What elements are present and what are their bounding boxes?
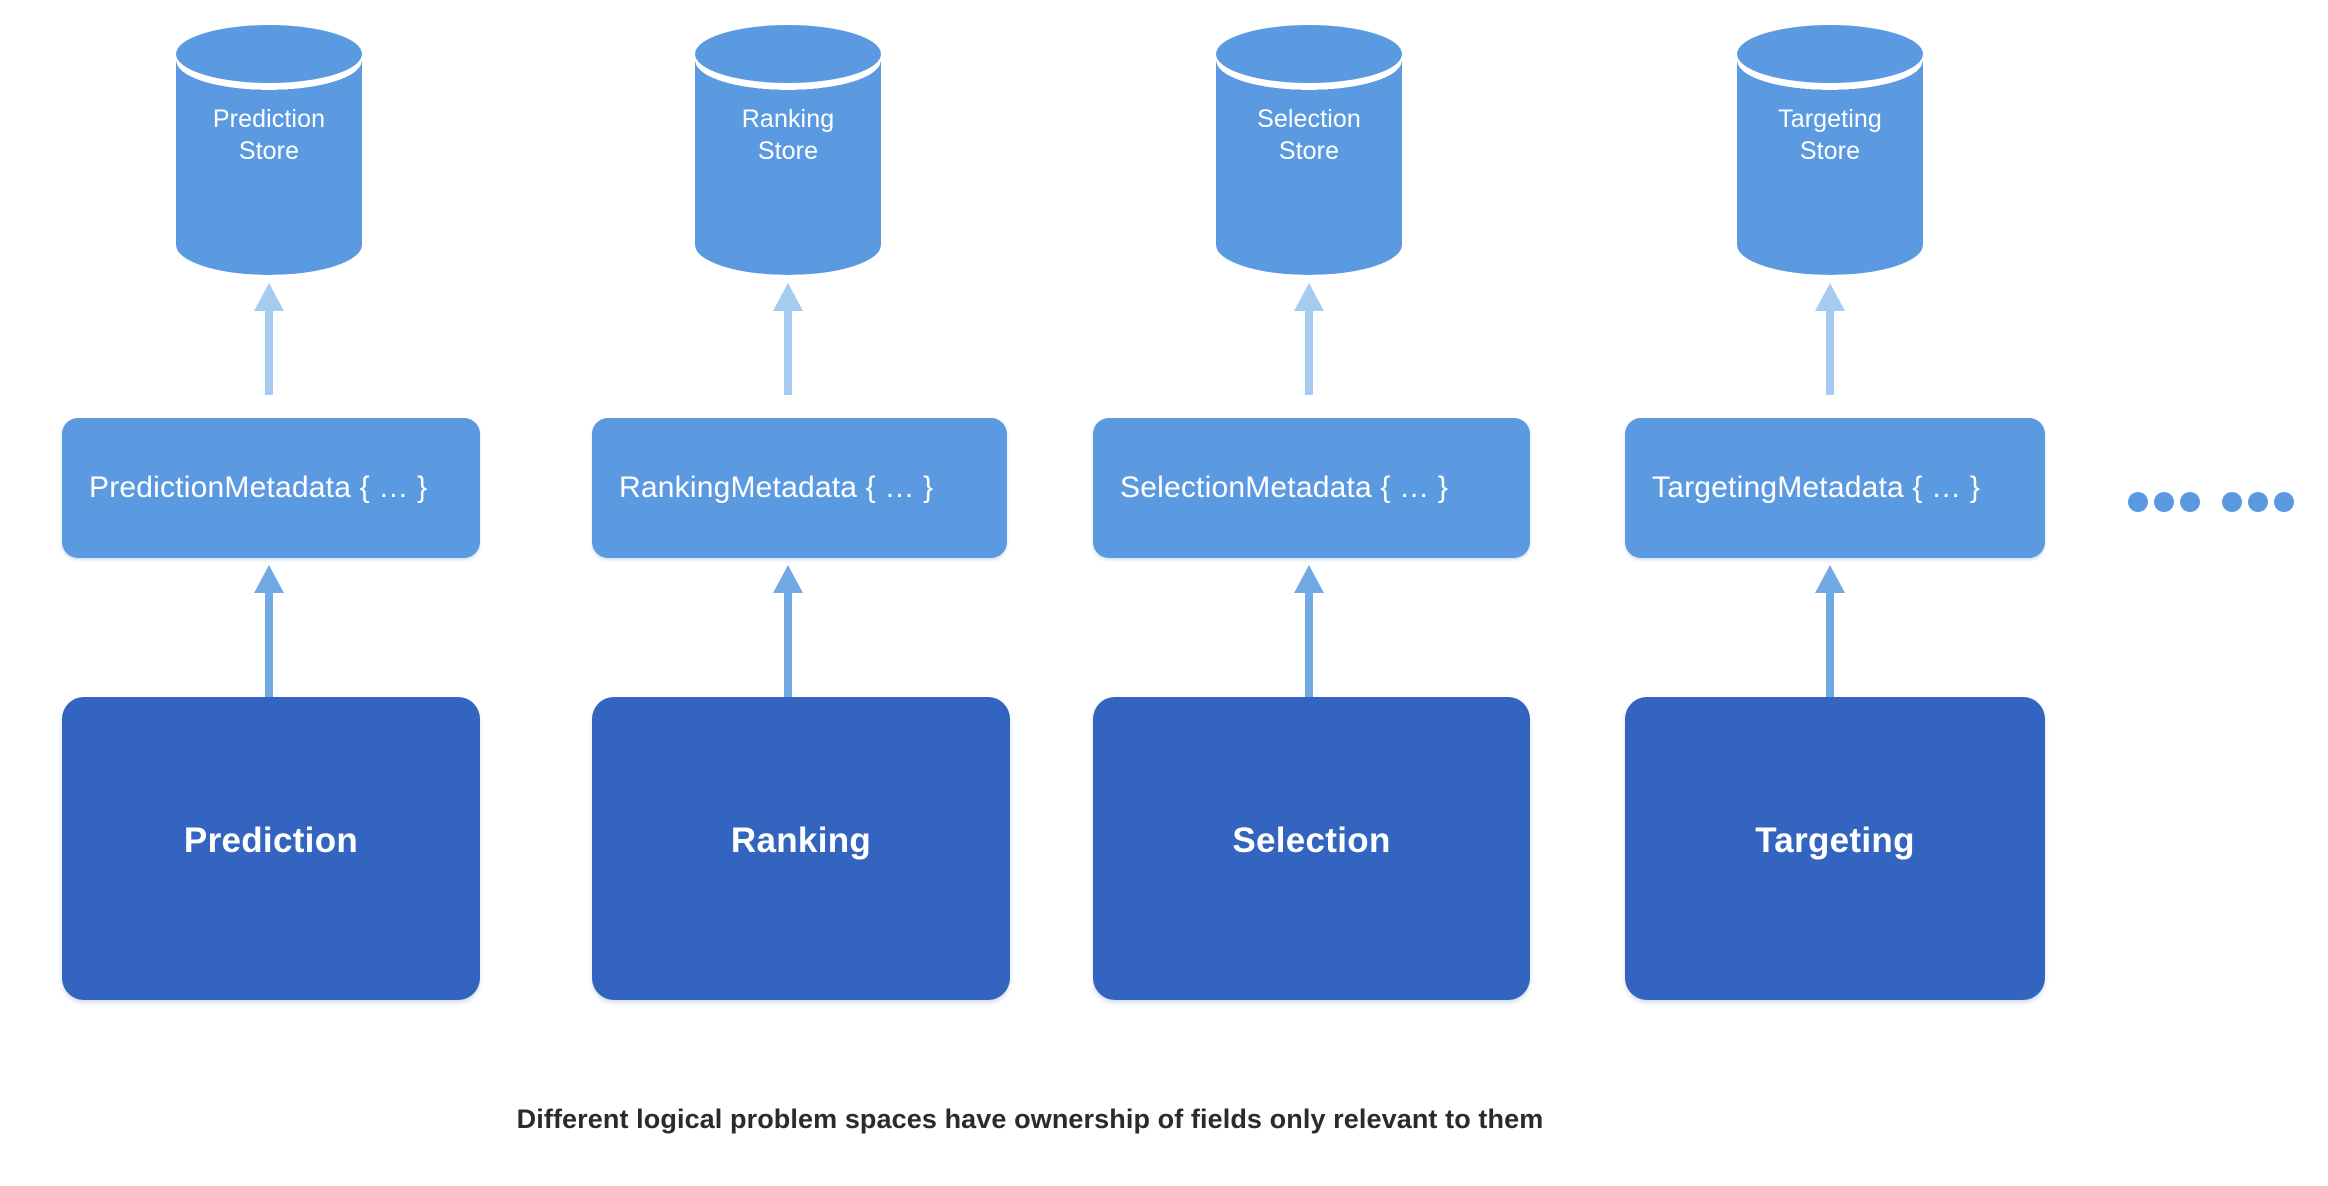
- arrow-domain-to-metadata: [773, 565, 803, 700]
- arrow-metadata-to-store: [1815, 283, 1845, 395]
- ellipsis-dot-icon: [2222, 492, 2242, 512]
- ellipsis-dot-group: [2128, 492, 2200, 512]
- metadata-box-prediction[interactable]: PredictionMetadata { … }: [62, 418, 480, 558]
- datastore-label: Selection Store: [1216, 103, 1402, 167]
- domain-label: Selection: [1232, 820, 1391, 860]
- ellipsis-dot-icon: [2180, 492, 2200, 512]
- ellipsis-dot-icon: [2128, 492, 2148, 512]
- arrow-head-icon: [1294, 565, 1324, 593]
- arrow-head-icon: [773, 283, 803, 311]
- metadata-box-ranking[interactable]: RankingMetadata { … }: [592, 418, 1007, 558]
- domain-box-selection[interactable]: Selection: [1093, 697, 1530, 1000]
- domain-box-prediction[interactable]: Prediction: [62, 697, 480, 1000]
- arrow-head-icon: [254, 283, 284, 311]
- metadata-label: RankingMetadata { … }: [619, 471, 934, 504]
- more-columns-ellipsis: [2128, 492, 2294, 512]
- datastore-label-line2: Store: [1278, 137, 1340, 165]
- arrow-head-icon: [773, 565, 803, 593]
- arrow-metadata-to-store: [1294, 283, 1324, 395]
- datastore-label-line1: Ranking: [741, 105, 835, 133]
- arrow-domain-to-metadata: [254, 565, 284, 700]
- datastore-cylinder-targeting: Targeting Store: [1737, 25, 1923, 275]
- datastore-label: Targeting Store: [1737, 103, 1923, 167]
- datastore-label-line2: Store: [757, 137, 819, 165]
- column-selection: Selection Store SelectionMetadata { … } …: [1093, 0, 1564, 1030]
- diagram-caption: Different logical problem spaces have ow…: [516, 1104, 1544, 1134]
- column-targeting: Targeting Store TargetingMetadata { … } …: [1625, 0, 2065, 1030]
- datastore-cylinder-selection: Selection Store: [1216, 25, 1402, 275]
- domain-label: Prediction: [183, 820, 359, 860]
- arrow-shaft: [265, 307, 273, 395]
- ellipsis-dot-group: [2222, 492, 2294, 512]
- datastore-label-line1: Selection: [1257, 105, 1361, 133]
- ellipsis-dot-icon: [2274, 492, 2294, 512]
- arrow-shaft: [1305, 307, 1313, 395]
- datastore-cylinder-prediction: Prediction Store: [176, 25, 362, 275]
- arrow-shaft: [784, 589, 792, 700]
- arrow-domain-to-metadata: [1294, 565, 1324, 700]
- arrow-shaft: [1305, 589, 1313, 700]
- arrow-head-icon: [1815, 283, 1845, 311]
- arrow-metadata-to-store: [773, 283, 803, 395]
- metadata-box-targeting[interactable]: TargetingMetadata { … }: [1625, 418, 2045, 558]
- datastore-label-line2: Store: [1799, 137, 1861, 165]
- domain-box-targeting[interactable]: Targeting: [1625, 697, 2045, 1000]
- arrow-head-icon: [1294, 283, 1324, 311]
- cylinder-body-icon: [176, 61, 362, 275]
- metadata-label: SelectionMetadata { … }: [1120, 471, 1449, 504]
- domain-label: Ranking: [730, 820, 872, 860]
- column-prediction: Prediction Store PredictionMetadata { … …: [62, 0, 502, 1030]
- datastore-label: Prediction Store: [176, 103, 362, 167]
- arrow-shaft: [265, 589, 273, 700]
- arrow-shaft: [784, 307, 792, 395]
- ellipsis-dot-icon: [2154, 492, 2174, 512]
- domain-box-ranking[interactable]: Ranking: [592, 697, 1010, 1000]
- arrow-domain-to-metadata: [1815, 565, 1845, 700]
- ellipsis-dot-icon: [2248, 492, 2268, 512]
- datastore-label-line1: Prediction: [212, 105, 326, 133]
- cylinder-body-icon: [1737, 61, 1923, 275]
- arrow-metadata-to-store: [254, 283, 284, 395]
- datastore-label-line1: Targeting: [1778, 105, 1882, 133]
- arrow-head-icon: [254, 565, 284, 593]
- metadata-label: PredictionMetadata { … }: [89, 471, 428, 504]
- metadata-box-selection[interactable]: SelectionMetadata { … }: [1093, 418, 1530, 558]
- domain-label: Targeting: [1755, 820, 1915, 860]
- datastore-label-line2: Store: [238, 137, 300, 165]
- cylinder-body-icon: [695, 61, 881, 275]
- arrow-shaft: [1826, 307, 1834, 395]
- datastore-label: Ranking Store: [695, 103, 881, 167]
- column-ranking: Ranking Store RankingMetadata { … } Rank…: [592, 0, 1032, 1030]
- datastore-cylinder-ranking: Ranking Store: [695, 25, 881, 275]
- cylinder-body-icon: [1216, 61, 1402, 275]
- metadata-label: TargetingMetadata { … }: [1652, 471, 1981, 504]
- arrow-head-icon: [1815, 565, 1845, 593]
- arrow-shaft: [1826, 589, 1834, 700]
